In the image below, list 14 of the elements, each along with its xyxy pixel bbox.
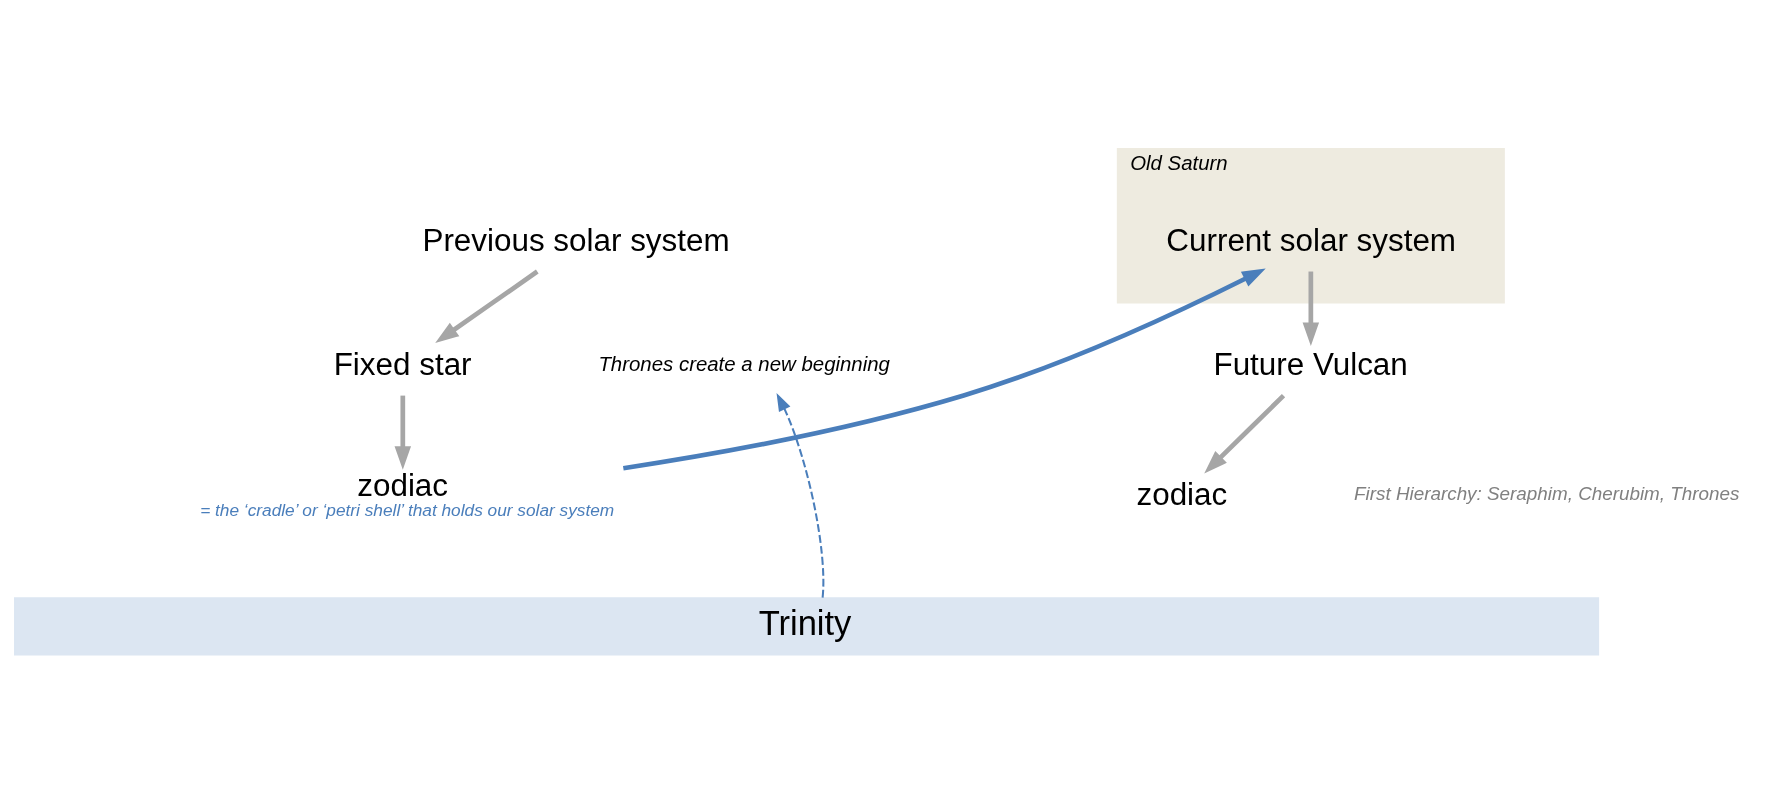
node-text: Fixed star — [333, 347, 472, 383]
arrow — [622, 268, 1266, 471]
node-text: Future Vulcan — [1213, 347, 1408, 383]
arrow — [1302, 271, 1320, 346]
arrow — [435, 269, 539, 343]
node-text: Previous solar system — [422, 222, 730, 258]
arrow — [776, 392, 825, 598]
node-text: Current solar system — [1166, 222, 1457, 258]
node-box: Trinity — [14, 597, 1600, 656]
arrow — [394, 395, 412, 470]
node-text: zodiac — [1136, 476, 1228, 512]
arrow — [1204, 393, 1286, 474]
node-text: Thrones create a new beginning — [598, 352, 890, 375]
label: First Hierarchy: Seraphim, Cherubim, Thrones — [1354, 483, 1740, 505]
